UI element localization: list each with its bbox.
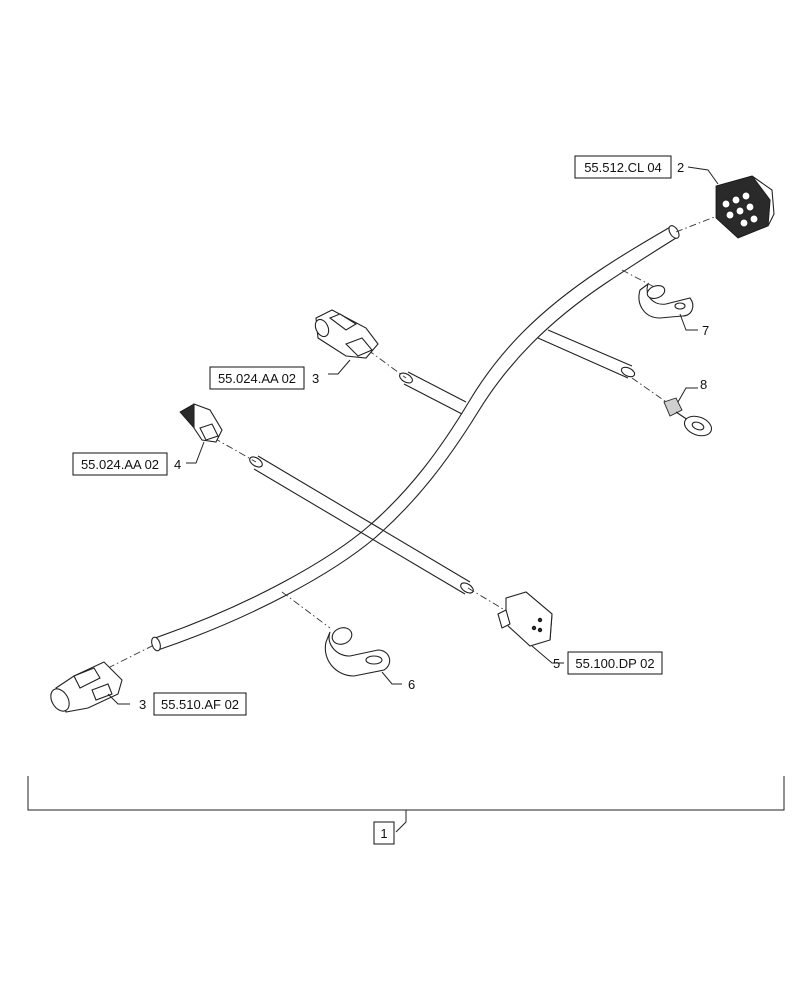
ref-label: 55.100.DP 02 [575, 656, 654, 671]
item-number-8: 8 [700, 377, 707, 392]
callout-55024aa02-upper[interactable]: 55.024.AA 02 [209, 366, 305, 390]
two-pin-connector-lower [50, 661, 123, 713]
ref-label: 55.510.AF 02 [161, 697, 239, 712]
multi-pin-connector [715, 175, 775, 239]
ref-label: 55.024.AA 02 [218, 371, 296, 386]
item-number-4: 4 [174, 457, 181, 472]
leader-lines [107, 166, 719, 705]
crossing-wire [249, 455, 474, 595]
item-number-3-upper: 3 [312, 371, 319, 386]
assembly-item-number: 1 [380, 826, 387, 841]
ring-clamp-item-6 [324, 627, 391, 677]
assembly-item-box[interactable]: 1 [373, 821, 395, 845]
ring-terminal-item-8 [663, 397, 713, 437]
centerlines [107, 213, 723, 669]
branch-right [537, 329, 636, 379]
assembly-bracket [27, 776, 785, 833]
callout-55510af02[interactable]: 55.510.AF 02 [153, 692, 247, 716]
callout-55512cl04[interactable]: 55.512.CL 04 [574, 155, 672, 179]
main-harness-trunk [151, 225, 680, 652]
ref-label: 55.512.CL 04 [584, 160, 662, 175]
item-number-2: 2 [677, 160, 684, 175]
branch-upper-left [399, 371, 467, 415]
item-number-7: 7 [702, 323, 709, 338]
callout-55024aa02-lower[interactable]: 55.024.AA 02 [72, 452, 168, 476]
two-pin-connector-upper [314, 309, 379, 359]
callout-55100dp02[interactable]: 55.100.DP 02 [567, 651, 663, 675]
square-connector-item-5 [497, 591, 553, 647]
ref-label: 55.024.AA 02 [81, 457, 159, 472]
p-clamp-item-7 [638, 282, 694, 319]
item-number-3-lower: 3 [139, 697, 146, 712]
two-pin-connector-left [179, 403, 223, 443]
item-number-6: 6 [408, 677, 415, 692]
item-number-5: 5 [553, 656, 560, 671]
